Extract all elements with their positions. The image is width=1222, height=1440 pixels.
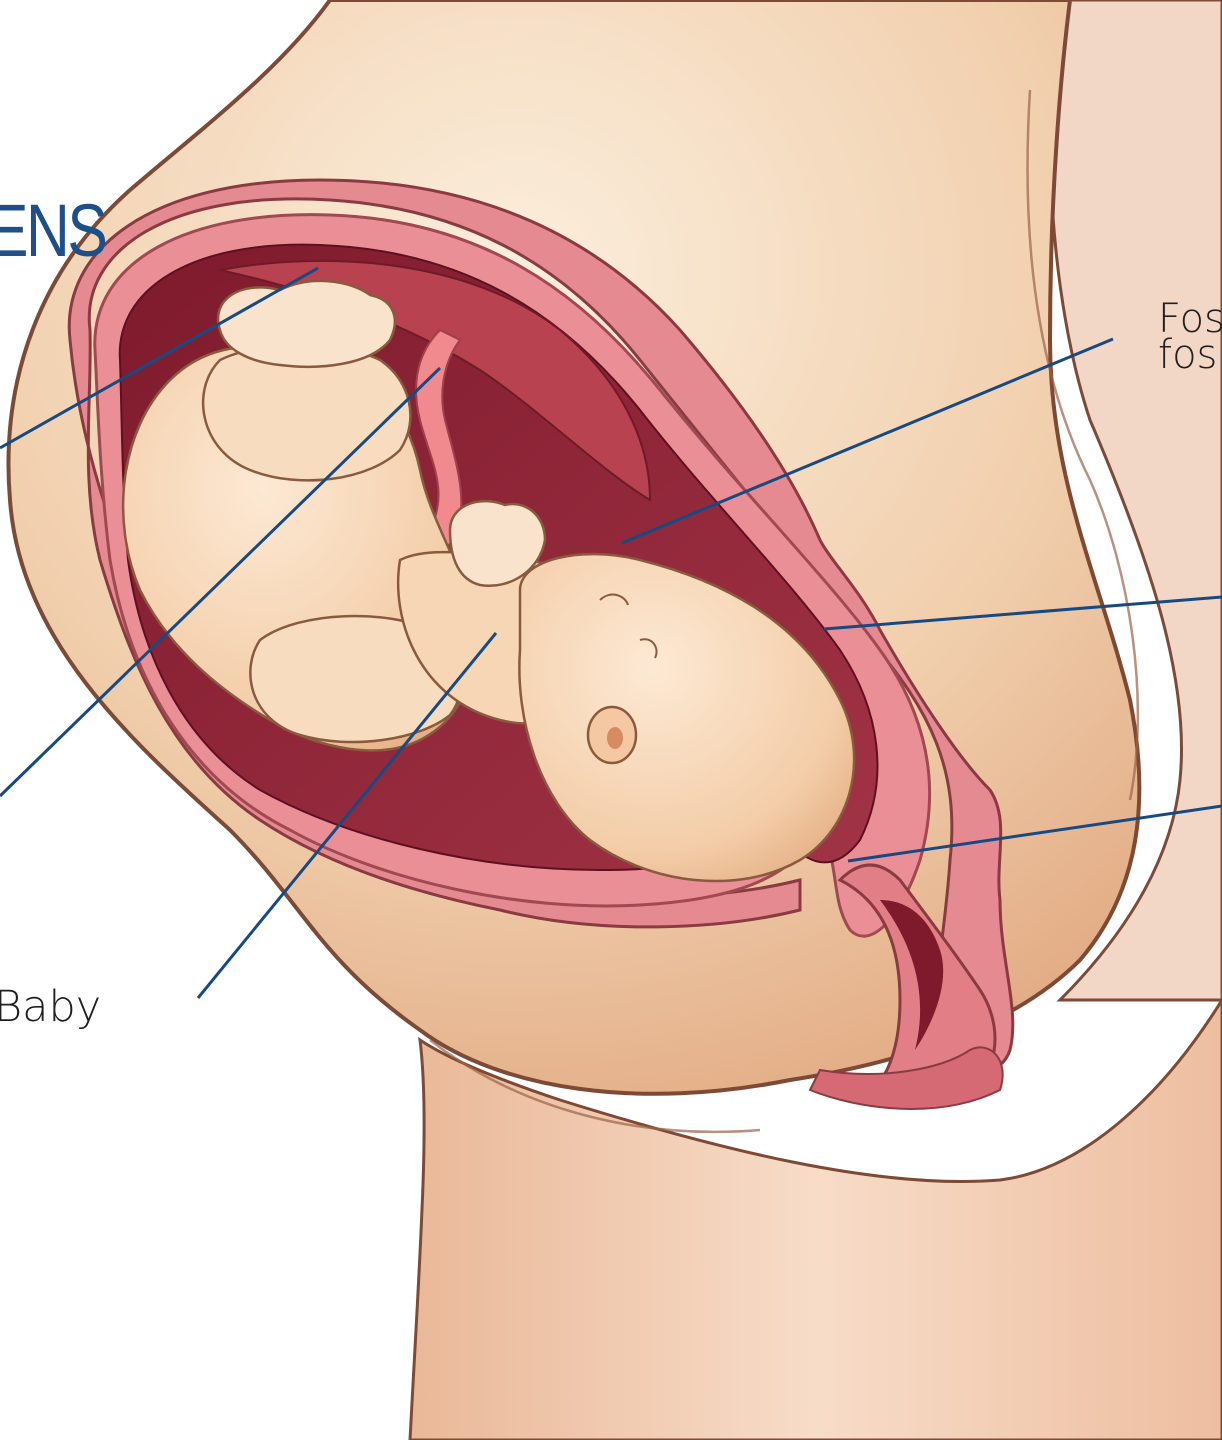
label-baby: Baby: [0, 982, 101, 1032]
label-amniotic-fluid-line2: fos: [1158, 337, 1222, 373]
label-amniotic-fluid: Fos fos: [1158, 301, 1222, 373]
diagram-title: ENS: [0, 188, 105, 273]
